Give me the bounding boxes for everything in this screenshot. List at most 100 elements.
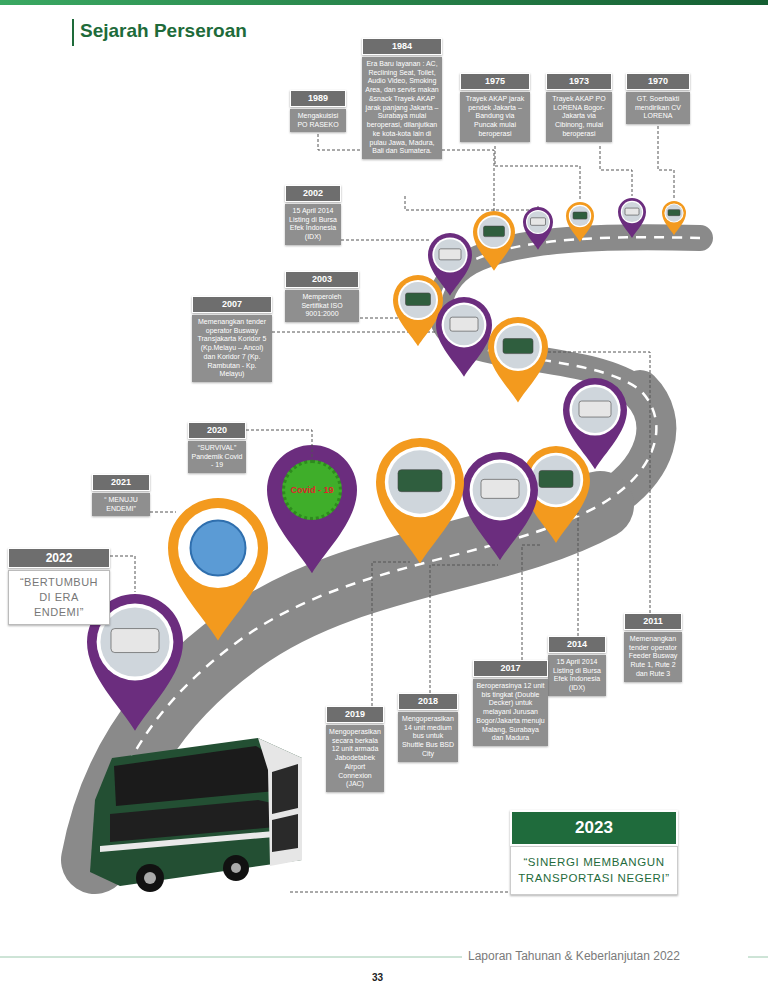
- pin-bus: [484, 226, 505, 237]
- pin-photo: [400, 282, 436, 318]
- pin-ring: [178, 508, 258, 588]
- event-text: Trayek AKAP jarak pendek Jakarta – Bandu…: [460, 92, 530, 142]
- year-tab: 2023: [510, 810, 678, 846]
- year-tab: 1989: [290, 90, 346, 107]
- pin-photo: [532, 456, 581, 505]
- map-pin: [168, 498, 268, 641]
- pin-ring: [526, 210, 550, 234]
- page-title: Sejarah Perseroan: [80, 20, 247, 42]
- bus-front: [258, 738, 302, 866]
- map-pin: [376, 438, 464, 563]
- pin-photo: [434, 239, 466, 271]
- timeline-box: 1970GT. Soerbakti mendirikan CV LORENA: [626, 73, 690, 124]
- pin-bus: [111, 629, 159, 653]
- pin-bus: [398, 470, 442, 492]
- timeline-box: 2018Mengoperasikan 14 unit medium bus un…: [398, 693, 458, 762]
- pin-photo: [572, 387, 618, 433]
- map-pin: [473, 211, 515, 271]
- footer-rule: [0, 957, 462, 958]
- pin-ring: [470, 460, 531, 521]
- timeline-box: 2021“ MENUJU ENDEMI”: [92, 474, 150, 516]
- pin-photo: [570, 206, 590, 226]
- timeline-box: 2014 15 April 2014 Listing di Bursa Efek …: [548, 636, 606, 696]
- pin-ring: [569, 205, 591, 227]
- event-text: 15 April 2014 Listing di Bursa Efek Indo…: [548, 655, 606, 696]
- year-tab: 2019: [326, 706, 384, 723]
- year-tab: 1970: [626, 73, 690, 90]
- event-text: “BERTUMBUH DI ERA ENDEMI”: [8, 570, 110, 625]
- event-text: Memenangkan tender operator Feeder Buswa…: [624, 632, 682, 682]
- pin-ring: [569, 384, 620, 435]
- pin-photo: [622, 202, 642, 222]
- map-pin: [488, 317, 548, 403]
- year-tab: 2021: [92, 474, 150, 491]
- pin-photo: [665, 204, 682, 221]
- pin-bus: [531, 218, 546, 226]
- timeline-box: 2020“SURVIVAL” Pandemik Covid - 19: [188, 422, 246, 473]
- timeline-box: 1984Era Baru layanan : AC, Reclining Sea…: [362, 38, 442, 159]
- year-tab: 2022: [8, 548, 110, 568]
- timeline-box: 2003Memperoleh Sertifikat ISO 9001:2000: [285, 271, 359, 322]
- pin-photo: [496, 325, 539, 368]
- leader-line: [405, 196, 538, 210]
- map-pin: [662, 201, 686, 235]
- bus-body: [90, 738, 302, 886]
- pin-bus: [579, 401, 611, 417]
- bus-stripe: [100, 830, 286, 852]
- year-tab: 1984: [362, 38, 442, 55]
- year-tab: 2017: [473, 660, 548, 677]
- bus-hub: [144, 872, 156, 884]
- pin-bus: [481, 479, 519, 498]
- pin-photo: [527, 211, 549, 233]
- timeline-box: 1975Trayek AKAP jarak pendek Jakarta – B…: [460, 73, 530, 142]
- bus-wheel: [136, 864, 164, 892]
- year-tab: 1973: [546, 73, 612, 90]
- pin-bus: [503, 339, 533, 354]
- title-bar: [72, 19, 74, 46]
- timeline-box: 2007Memenangkan tender operator Busway T…: [192, 296, 272, 382]
- event-text: GT. Soerbakti mendirikan CV LORENA: [626, 92, 690, 124]
- timeline-box: 1989Mengakuisisi PO RASEKO: [290, 90, 346, 132]
- year-tab: 1975: [460, 73, 530, 90]
- pin-bus: [406, 293, 431, 306]
- endemic-circle: [191, 521, 246, 576]
- event-text: “SINERGI MEMBANGUN TRANSPORTASI NEGERI”: [510, 846, 678, 894]
- road-segment: [440, 237, 700, 390]
- year-tab: 2014: [548, 636, 606, 653]
- map-pin: [523, 207, 553, 250]
- pin-bus: [539, 470, 573, 487]
- pin-bus: [439, 249, 461, 260]
- pin-bus: [668, 210, 680, 216]
- leader-line: [110, 556, 135, 592]
- road-centerline: [95, 237, 700, 860]
- timeline-box: 1973Trayek AKAP PO LORENA Bogor-Jakarta …: [546, 73, 612, 142]
- page-number: 33: [372, 972, 383, 983]
- map-pin: [566, 202, 594, 242]
- year-tab: 2002: [285, 185, 341, 202]
- bus-windshield: [272, 814, 298, 852]
- pin-ring: [398, 280, 438, 320]
- leader-line: [372, 562, 410, 706]
- bus-wheel: [223, 855, 249, 881]
- bus-hub: [231, 863, 241, 873]
- leader-line: [522, 545, 540, 660]
- event-text: Era Baru layanan : AC, Reclining Seat, T…: [362, 57, 442, 159]
- map-pins: [87, 198, 686, 731]
- top-bar: [0, 0, 768, 5]
- leader-line: [658, 116, 674, 200]
- map-pin: [618, 198, 646, 238]
- pin-bus: [450, 317, 478, 331]
- bus-window: [114, 746, 286, 806]
- pin-ring: [494, 323, 542, 371]
- pin-photo: [479, 217, 509, 247]
- pin-photo: [473, 463, 528, 518]
- timeline-box: 2023“SINERGI MEMBANGUN TRANSPORTASI NEGE…: [510, 810, 678, 895]
- year-tab: 2018: [398, 693, 458, 710]
- bus-illustration: [90, 738, 302, 892]
- pin-bus: [573, 212, 587, 219]
- pin-ring: [621, 201, 643, 223]
- map-pin: [267, 445, 357, 573]
- pin-ring: [477, 215, 511, 249]
